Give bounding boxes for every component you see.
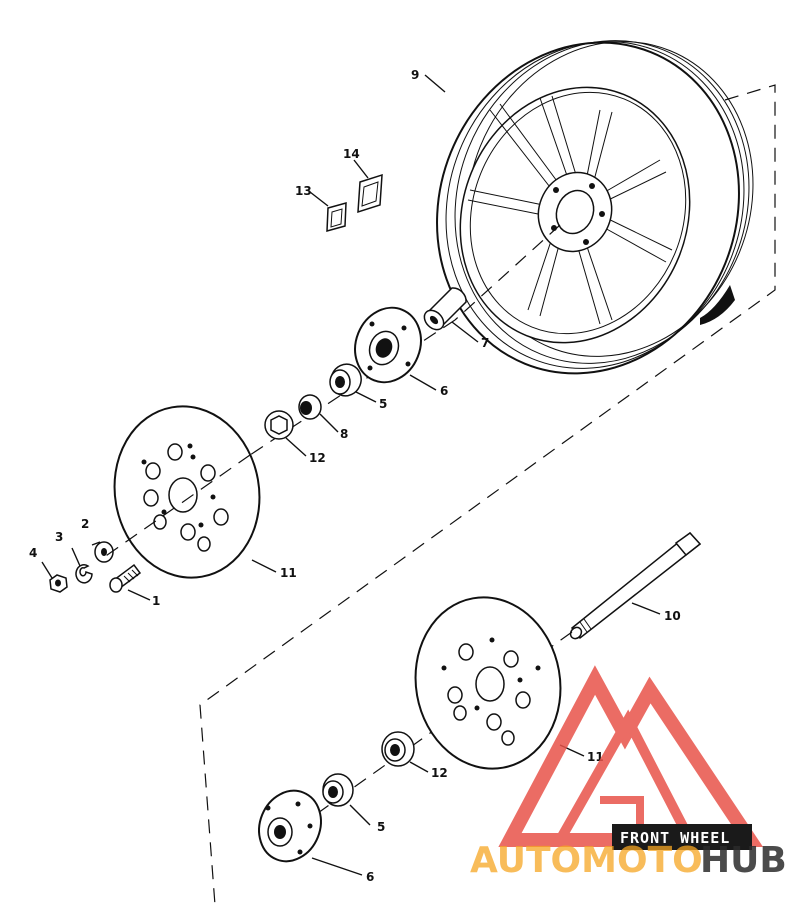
part-5-bearing-lower <box>322 773 354 807</box>
part-5-bearing-upper <box>329 363 362 397</box>
part-11-brake-disc-upper <box>113 405 261 579</box>
part-13-weight <box>326 202 347 232</box>
callout-5-upper: 5 <box>379 397 387 411</box>
callout-2: 2 <box>81 517 89 531</box>
callout-11-upper: 11 <box>280 566 297 580</box>
part-8-bushing <box>298 394 322 420</box>
callout-6-upper: 6 <box>440 384 448 398</box>
automotohub-wordmark: AUTOMOTO HUB <box>470 840 787 881</box>
wordmark-hub: HUB <box>700 840 787 881</box>
upper-small-parts-axis <box>99 454 251 561</box>
callout-8: 8 <box>340 427 348 441</box>
leader-lines <box>41 74 661 876</box>
part-10-axle <box>569 531 702 640</box>
part-3-lockwasher <box>75 564 93 584</box>
callout-labels: 9 14 13 7 6 5 8 12 11 2 3 4 1 10 12 11 5… <box>29 68 681 884</box>
part-14-weight <box>357 173 383 214</box>
callout-5-lower: 5 <box>377 820 385 834</box>
part-2-washer <box>94 541 114 563</box>
callout-13: 13 <box>295 184 312 198</box>
callout-4: 4 <box>29 546 37 560</box>
part-11-brake-disc-lower <box>414 596 562 770</box>
caption-banner-background <box>612 824 752 850</box>
part-6-flange-lower <box>258 789 322 863</box>
part-6-flange-upper <box>354 306 422 384</box>
callout-6-lower: 6 <box>366 870 374 884</box>
caption-banner: FRONT WHEEL <box>612 824 752 850</box>
callout-7: 7 <box>481 336 489 350</box>
wheel-hub <box>537 171 613 253</box>
top-axis-line <box>454 224 561 321</box>
callout-1: 1 <box>152 594 160 608</box>
callout-12-upper: 12 <box>309 451 326 465</box>
callout-14: 14 <box>343 147 360 161</box>
callout-3: 3 <box>55 530 63 544</box>
callout-10: 10 <box>664 609 681 623</box>
callout-12-lower: 12 <box>431 766 448 780</box>
part-12-seal-upper <box>264 410 294 440</box>
part-12-seal-lower <box>381 731 415 767</box>
caption-front-wheel: FRONT WHEEL <box>620 829 730 847</box>
callout-9: 9 <box>411 68 419 82</box>
part-4-nut <box>49 574 68 593</box>
wordmark-automoto: AUTOMOTO <box>470 840 703 881</box>
part-7-spacer <box>423 287 467 331</box>
part-1-bolt <box>109 563 142 593</box>
